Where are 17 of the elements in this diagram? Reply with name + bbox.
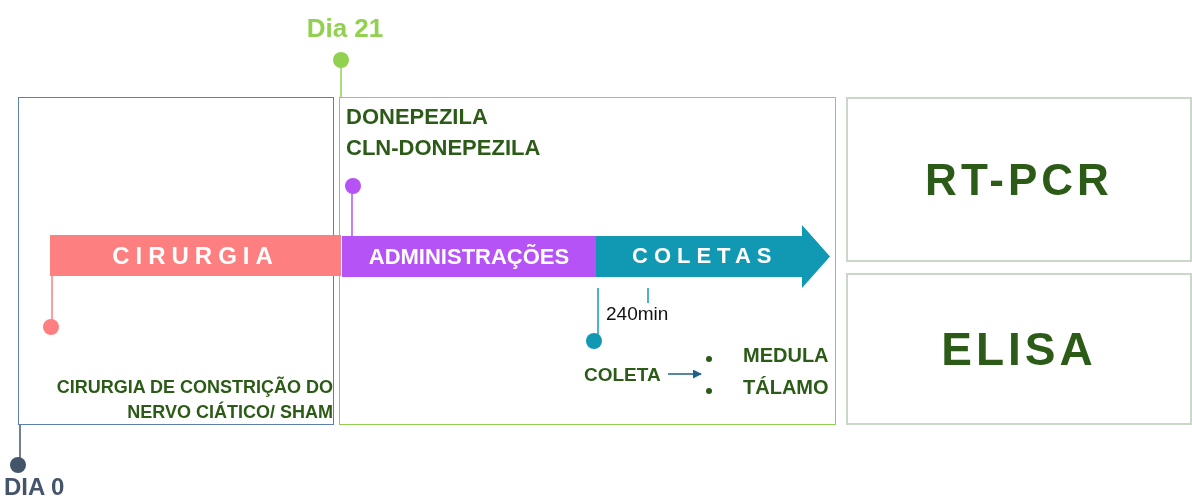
note-text: DIA 0 bbox=[4, 472, 66, 503]
leader-line bbox=[647, 287, 649, 304]
arrow bbox=[667, 369, 702, 379]
method-panel: RT-PCR bbox=[846, 97, 1192, 262]
note-text: CLN-DONEPEZILA bbox=[346, 133, 542, 162]
timeline-bar: ADMINISTRAÇÕES bbox=[342, 236, 596, 277]
method-panel: ELISA bbox=[846, 273, 1192, 425]
note-text: DONEPEZILA bbox=[346, 103, 489, 131]
list-item: TÁLAMO bbox=[743, 376, 829, 399]
note-text: CIRURGIA DE CONSTRIÇÃO DO NERVO CIÁTICO/ SHAM bbox=[55, 375, 333, 424]
note-text: Dia 21 bbox=[305, 12, 385, 45]
frame-box bbox=[18, 97, 334, 425]
list-item: MEDULA bbox=[743, 344, 829, 367]
phase-label: COLETAS bbox=[632, 242, 778, 269]
note-text: 240min bbox=[606, 303, 691, 335]
note-text: COLETA bbox=[584, 363, 662, 388]
frame-box bbox=[339, 97, 836, 425]
